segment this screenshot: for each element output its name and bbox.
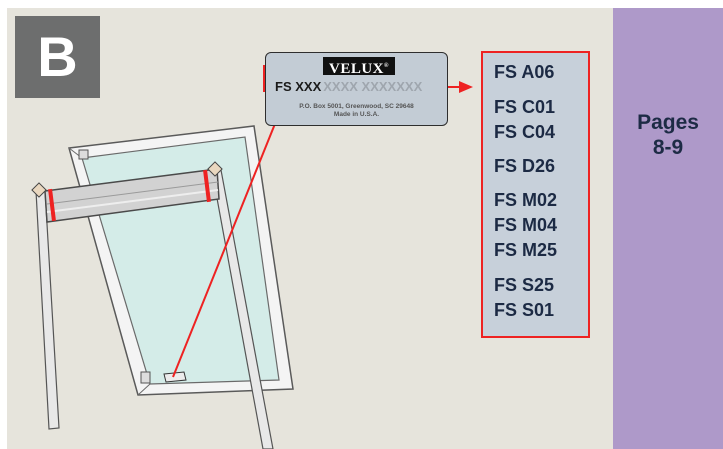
- size-code-list: FS A06 FS C01 FS C04 FS D26 FS M02 FS M0…: [481, 51, 590, 338]
- frame-latch-icon: [78, 149, 89, 160]
- plate-code-prefix: FS XXX: [275, 79, 322, 94]
- size-code: FS M04: [494, 215, 558, 235]
- size-code: FS A06: [494, 62, 555, 82]
- cassette-endcap-icon: [207, 161, 223, 177]
- size-code: FS C01: [494, 97, 556, 117]
- left-side-rail: [35, 189, 60, 430]
- label-location-tag: [163, 371, 187, 383]
- section-badge: B: [15, 16, 100, 98]
- blind-cassette: [44, 168, 220, 223]
- brand-logo: VELUX®: [323, 57, 395, 77]
- page-reference-sidebar: Pages 8-9: [613, 8, 723, 449]
- plate-code-serial: XXXX XXXXXXX: [323, 79, 423, 94]
- size-code: FS S25: [494, 275, 555, 295]
- size-code: FS S01: [494, 300, 555, 320]
- size-code: FS C04: [494, 122, 556, 142]
- skylight-window-illustration: [31, 65, 473, 449]
- pages-reference: Pages 8-9: [637, 111, 699, 159]
- cassette-endcap-icon: [31, 182, 47, 198]
- size-code: FS M02: [494, 190, 558, 210]
- arrow-icon: [172, 93, 288, 378]
- plate-address: P.O. Box 5001, Greenwood, SC 29648 Made …: [299, 103, 414, 118]
- frame-hinge-icon: [140, 371, 151, 384]
- size-code: FS M25: [494, 240, 558, 260]
- size-code: FS D26: [494, 156, 556, 176]
